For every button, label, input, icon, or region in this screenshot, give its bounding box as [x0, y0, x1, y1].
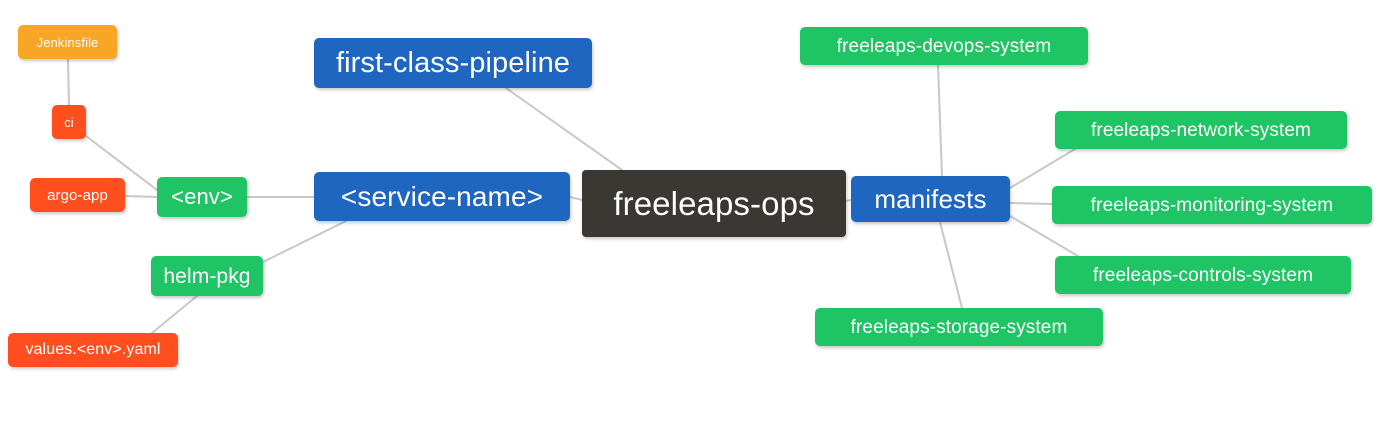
node-jenkinsfile[interactable]: Jenkinsfile — [18, 25, 117, 59]
edge-values-yaml-to-helm-pkg — [151, 295, 198, 334]
edge-argo-app-to-env — [124, 195, 158, 198]
edge-manifests-to-storage-system — [939, 221, 963, 309]
node-devops-system[interactable]: freeleaps-devops-system — [800, 27, 1088, 65]
node-argo-app[interactable]: argo-app — [30, 178, 125, 212]
node-controls-system[interactable]: freeleaps-controls-system — [1055, 256, 1351, 294]
node-manifests[interactable]: manifests — [851, 176, 1010, 222]
node-storage-system[interactable]: freeleaps-storage-system — [815, 308, 1103, 346]
node-values-yaml[interactable]: values.<env>.yaml — [8, 333, 178, 367]
edge-helm-pkg-to-service-name — [262, 220, 347, 263]
node-monitoring-system[interactable]: freeleaps-monitoring-system — [1052, 186, 1372, 224]
node-helm-pkg[interactable]: helm-pkg — [151, 256, 263, 296]
node-service-name[interactable]: <service-name> — [314, 172, 570, 221]
edge-jenkinsfile-to-ci — [67, 58, 70, 106]
edge-manifests-to-monitoring-system — [1009, 202, 1053, 205]
edge-manifests-to-devops-system — [937, 64, 943, 177]
node-env[interactable]: <env> — [157, 177, 247, 217]
node-ci[interactable]: ci — [52, 105, 86, 139]
edge-manifests-to-network-system — [1009, 148, 1076, 189]
node-freeleaps-ops[interactable]: freeleaps-ops — [582, 170, 846, 237]
edge-first-class-pipeline-to-freeleaps-ops — [505, 87, 623, 171]
node-network-system[interactable]: freeleaps-network-system — [1055, 111, 1347, 149]
node-first-class-pipeline[interactable]: first-class-pipeline — [314, 38, 592, 88]
edge-service-name-to-freeleaps-ops — [569, 196, 583, 201]
